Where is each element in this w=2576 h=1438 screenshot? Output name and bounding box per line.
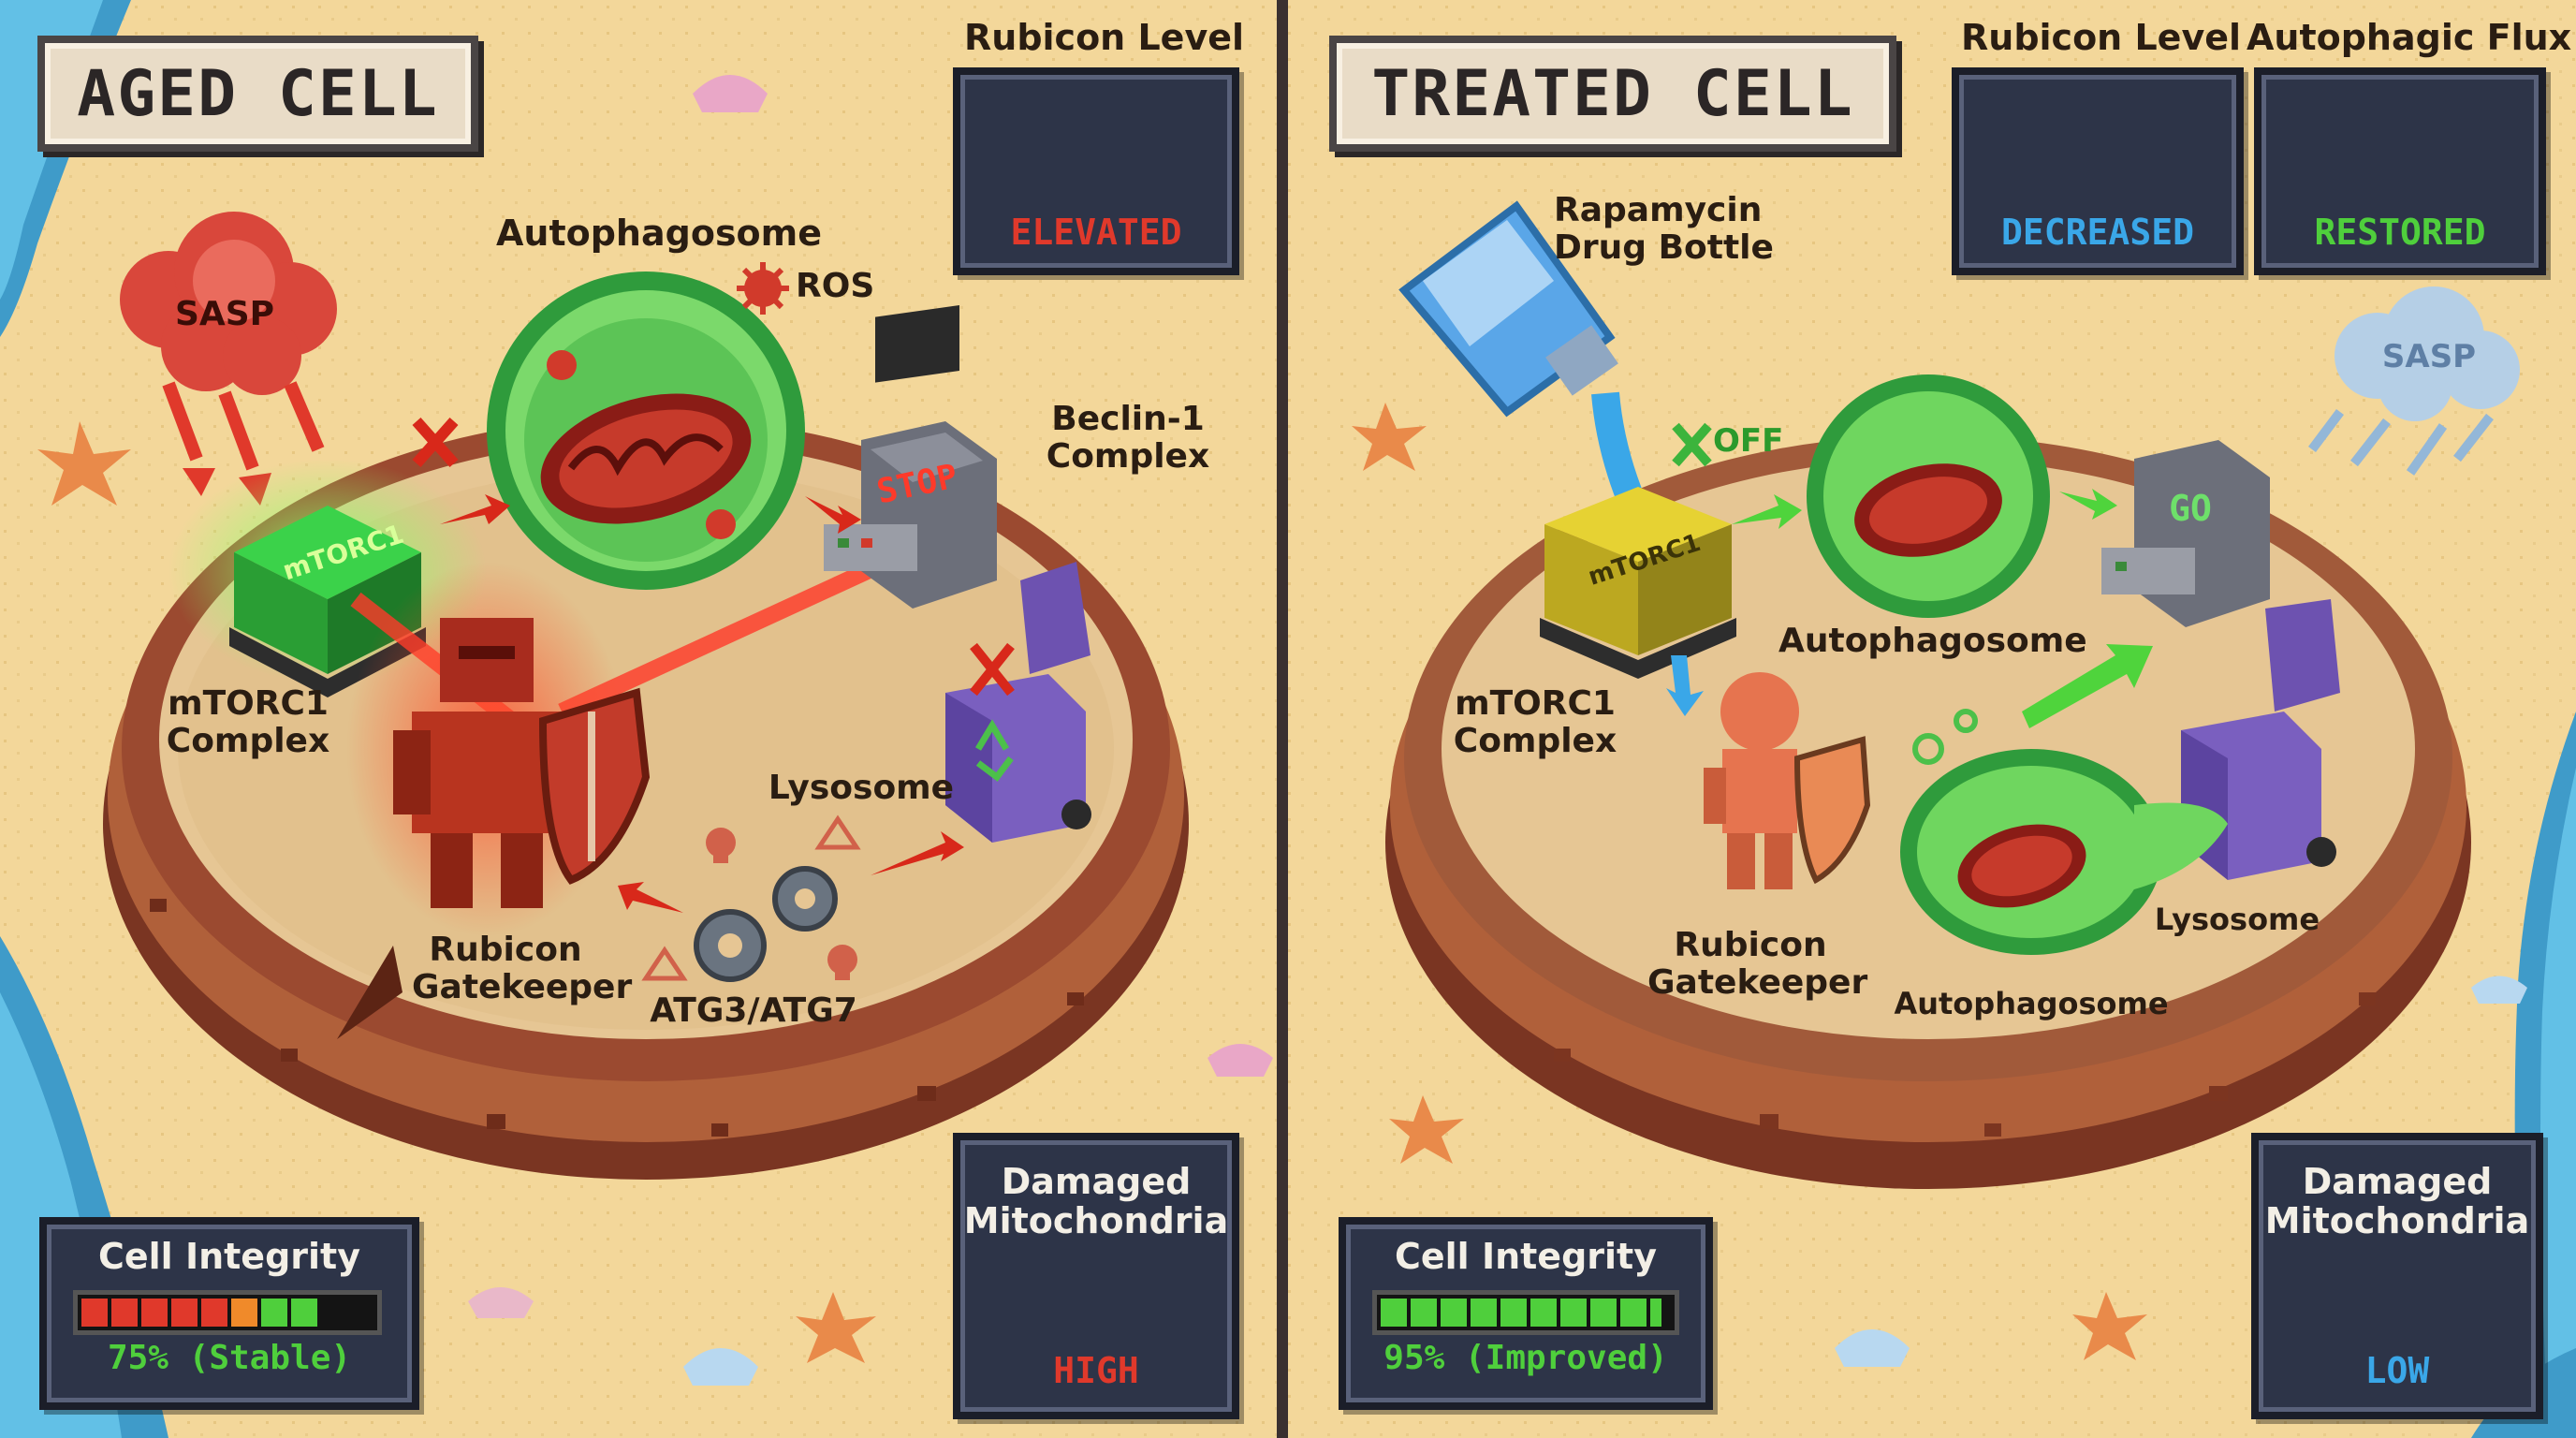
right-integrity-title: Cell Integrity: [1395, 1236, 1657, 1277]
left-integrity-bar: [73, 1290, 382, 1335]
pathway-arrows-left: [440, 494, 964, 913]
left-ros-label: ROS: [796, 267, 875, 305]
stop-terminal-icon: [824, 304, 997, 609]
left-rubicon-panel: ELEVATED: [953, 67, 1239, 275]
mtorc1-chip-icon-right: [1540, 487, 1736, 679]
sasp-cloud-icon-right: [2308, 286, 2520, 476]
left-atg-label: ATG3/ATG7: [650, 991, 857, 1030]
autophagosome-left: [487, 271, 805, 590]
drug-bottle-icon: [1398, 200, 1647, 511]
right-rubicon-label: Rubicon Level: [1961, 17, 2242, 58]
right-go-label: GO: [2169, 488, 2212, 529]
right-rubicon-status: DECREASED: [2001, 212, 2194, 253]
pathway-arrows-right: [1666, 489, 2153, 728]
left-beclin-label: Beclin-1 Complex: [1046, 400, 1210, 477]
left-mito-panel: Damaged Mitochondria HIGH: [953, 1133, 1239, 1419]
right-sasp-label: SASP: [2381, 338, 2477, 375]
left-integrity-title: Cell Integrity: [98, 1236, 360, 1277]
center-divider: [1277, 0, 1288, 1438]
right-off-label: OFF: [1713, 422, 1784, 460]
knight-icon: [346, 562, 651, 936]
left-rubicon-label-text: Rubicon Gatekeeper: [412, 931, 633, 1007]
right-mito-status: LOW: [2364, 1350, 2430, 1391]
skull-icon: [706, 828, 857, 980]
right-integrity-panel: Cell Integrity 95% (Improved): [1339, 1217, 1713, 1410]
right-mito-panel: Damaged Mitochondria LOW: [2251, 1133, 2543, 1419]
knight-icon-right: [1704, 672, 1871, 889]
left-mito-status: HIGH: [1053, 1350, 1139, 1391]
right-drug-label: Rapamycin Drug Bottle: [1554, 191, 1774, 268]
autolysosome-icon: [1900, 709, 2228, 955]
right-mito-title: Damaged Mitochondria: [2264, 1161, 2530, 1241]
off-x-icon: [1672, 422, 1712, 467]
right-flux-panel: RESTORED: [2254, 67, 2546, 275]
starfish-icon: [37, 403, 2147, 1363]
left-mito-title: Damaged Mitochondria: [963, 1161, 1229, 1241]
right-integrity-bar: [1372, 1290, 1679, 1335]
recycle-icon: [974, 719, 1014, 782]
left-lysosome-label: Lysosome: [768, 769, 955, 807]
warning-icon: [641, 814, 861, 981]
right-autophagosome-top-label: Autophagosome: [1778, 622, 2087, 660]
left-integrity-panel: Cell Integrity 75% (Stable): [39, 1217, 419, 1410]
right-flux-label: Autophagic Flux: [2247, 17, 2572, 58]
right-mtorc1-complex-label: mTORC1 Complex: [1453, 684, 1617, 761]
right-integrity-text: 95% (Improved): [1383, 1339, 1668, 1377]
gear-icon: [694, 866, 838, 982]
shield-icon: [538, 687, 651, 885]
mitochondria-icon: [540, 393, 752, 524]
left-autophagosome-label: Autophagosome: [496, 213, 823, 254]
ros-icon: [737, 262, 789, 315]
right-rubicon-panel: DECREASED: [1952, 67, 2244, 275]
sasp-cloud-icon: [120, 212, 337, 506]
right-title: TREATED CELL: [1329, 36, 1896, 152]
autophagosome-right-top: [1807, 374, 2050, 618]
right-autophagosome-bottom-label: Autophagosome: [1894, 986, 2169, 1021]
right-rubicon-label-text: Rubicon Gatekeeper: [1647, 926, 1868, 1003]
right-lysosome-label: Lysosome: [2154, 902, 2320, 937]
left-rubicon-status: ELEVATED: [1010, 212, 1182, 253]
block-x-icon: [412, 418, 459, 467]
trash-bin-icon: [945, 562, 1091, 843]
left-title: AGED CELL: [37, 36, 478, 152]
left-rubicon-label: Rubicon Level: [964, 17, 1245, 58]
right-flux-status: RESTORED: [2314, 212, 2486, 253]
shell-icon: [468, 75, 2527, 1386]
left-sasp-label: SASP: [174, 295, 275, 333]
left-integrity-text: 75% (Stable): [107, 1339, 352, 1377]
left-mtorc1-complex-label: mTORC1 Complex: [166, 684, 330, 761]
